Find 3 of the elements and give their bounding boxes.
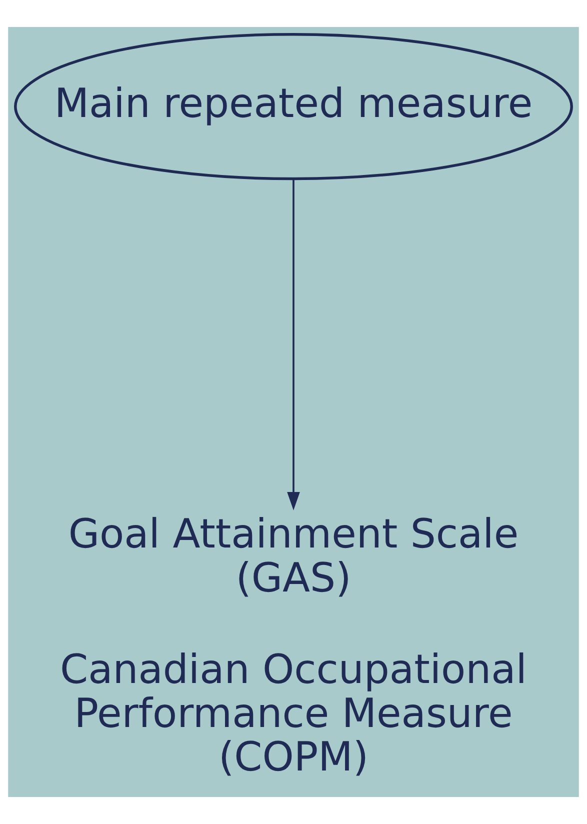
node-text: Goal Attainment Scale (GAS) Canadian Occupational Performance Measure (COPM) [60,512,527,781]
node-ellipse: Main repeated measure [14,32,573,180]
arrow [287,178,300,510]
